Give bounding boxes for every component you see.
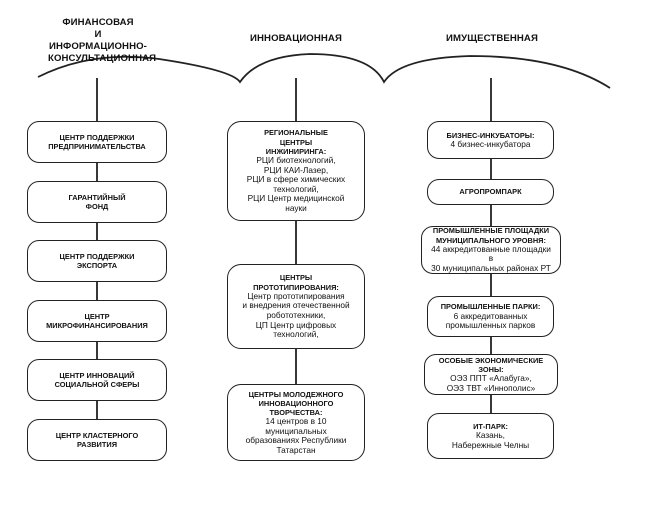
box-title: ЦЕНТР ПОДДЕРЖКИ ЭКСПОРТА [59,251,135,270]
box-social-innovation-center: ЦЕНТР ИННОВАЦИЙ СОЦИАЛЬНОЙ СФЕРЫ [27,359,167,401]
box-title: ПРОМЫШЛЕННЫЕ ПАРКИ: [440,302,541,312]
box-description: 44 аккредитованные площадки в 30 муницип… [431,243,551,273]
box-title: ЦЕНТРЫ ПРОТОТИПИРОВАНИЯ: [253,273,339,292]
box-cluster-development-center: ЦЕНТР КЛАСТЕРНОГО РАЗВИТИЯ [27,419,167,461]
box-title: БИЗНЕС-ИНКУБАТОРЫ: [446,130,535,140]
box-title: ЦЕНТР ИННОВАЦИЙ СОЦИАЛЬНОЙ СФЕРЫ [54,370,140,389]
box-description: 14 центров в 10 муниципальных образовани… [245,416,347,455]
box-title: ПРОМЫШЛЕННЫЕ ПЛОЩАДКИ МУНИЦИПАЛЬНОГО УРО… [432,226,550,245]
box-description: Центр прототипирования и внедрения отече… [242,290,350,340]
box-export-support-center: ЦЕНТР ПОДДЕРЖКИ ЭКСПОРТА [27,240,167,282]
box-business-incubators: БИЗНЕС-ИНКУБАТОРЫ: 4 бизнес-инкубатора [427,121,554,159]
box-regional-engineering-centers: РЕГИОНАЛЬНЫЕ ЦЕНТРЫ ИНЖИНИРИНГА: РЦИ био… [227,121,365,221]
column-heading-financial: ФИНАНСОВАЯ И ИНФОРМАЦИОННО- КОНСУЛЬТАЦИО… [48,17,157,64]
box-entrepreneurship-support-center: ЦЕНТР ПОДДЕРЖКИ ПРЕДПРИНИМАТЕЛЬСТВА [27,121,167,163]
box-title: ГАРАНТИЙНЫЙ ФОНД [68,192,126,211]
box-title: РЕГИОНАЛЬНЫЕ ЦЕНТРЫ ИНЖИНИРИНГА: [264,128,328,156]
box-special-economic-zones: ОСОБЫЕ ЭКОНОМИЧЕСКИЕ ЗОНЫ: ОЭЗ ППТ «Алаб… [424,354,558,395]
box-prototyping-centers: ЦЕНТРЫ ПРОТОТИПИРОВАНИЯ: Центр прототипи… [227,264,365,349]
box-title: ЦЕНТРЫ МОЛОДЕЖНОГО ИННОВАЦИОННОГО ТВОРЧЕ… [248,389,344,417]
box-microfinance-center: ЦЕНТР МИКРОФИНАНСИРОВАНИЯ [27,300,167,342]
box-title: ЦЕНТР МИКРОФИНАНСИРОВАНИЯ [46,311,148,330]
box-agropark: АГРОПРОМПАРК [427,179,554,205]
heading-arc [37,53,611,89]
box-municipal-industrial-sites: ПРОМЫШЛЕННЫЕ ПЛОЩАДКИ МУНИЦИПАЛЬНОГО УРО… [421,226,561,274]
box-description: ОЭЗ ППТ «Алабуга», ОЭЗ ТВТ «Иннополис» [446,373,536,393]
box-it-park: ИТ-ПАРК: Казань, Набережные Челны [427,413,554,459]
box-description: 4 бизнес-инкубатора [450,138,531,149]
box-guarantee-fund: ГАРАНТИЙНЫЙ ФОНД [27,181,167,223]
box-youth-innovation-centers: ЦЕНТРЫ МОЛОДЕЖНОГО ИННОВАЦИОННОГО ТВОРЧЕ… [227,384,365,461]
box-title: ЦЕНТР ПОДДЕРЖКИ ПРЕДПРИНИМАТЕЛЬСТВА [48,132,146,151]
box-description: РЦИ биотехнологий, РЦИ КАИ-Лазер, РЦИ в … [246,155,346,213]
box-description: Казань, Набережные Челны [451,430,530,450]
box-title: ОСОБЫЕ ЭКОНОМИЧЕСКИЕ ЗОНЫ: [438,355,544,374]
column-heading-property: ИМУЩЕСТВЕННАЯ [446,33,538,44]
column-heading-innovation: ИННОВАЦИОННАЯ [250,33,342,44]
box-description: 6 аккредитованных промышленных парков [445,310,536,331]
box-industrial-parks: ПРОМЫШЛЕННЫЕ ПАРКИ: 6 аккредитованных пр… [427,296,554,337]
box-title: АГРОПРОМПАРК [459,187,522,197]
box-title: ЦЕНТР КЛАСТЕРНОГО РАЗВИТИЯ [55,430,139,449]
box-title: ИТ-ПАРК: [473,421,508,431]
